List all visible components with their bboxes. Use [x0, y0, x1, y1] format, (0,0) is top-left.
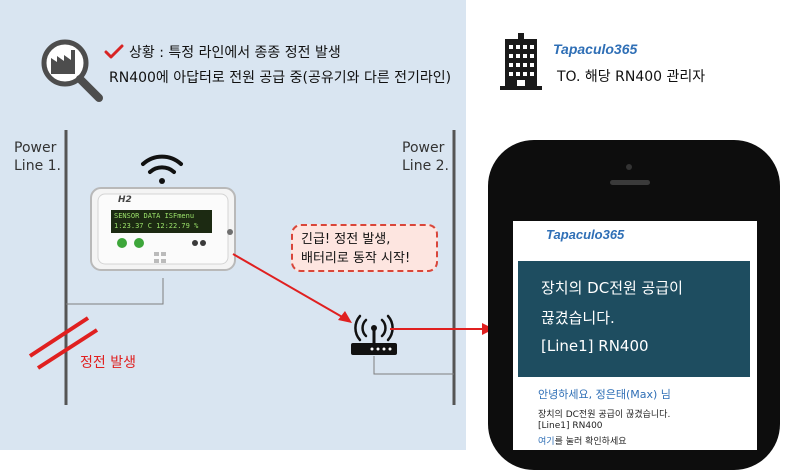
- greeting: 안녕하세요, 정은태(Max) 님: [538, 386, 671, 402]
- check-link-tail: 를 눌러 확인하세요: [555, 437, 627, 447]
- recipient-label: TO. 해당 RN400 관리자: [557, 66, 705, 86]
- lcd-line-2: 1:23.37 C 12:22.79 %: [114, 221, 198, 231]
- outage-label: 정전 발생: [80, 352, 136, 372]
- body-line-1: 장치의 DC전원 공급이 끊겼습니다.: [538, 407, 670, 420]
- alert-card-line-1: 장치의 DC전원 공급이: [541, 277, 683, 298]
- power-line-1-label-top: Power: [14, 139, 61, 157]
- power-line-2-label: Power Line 2.: [402, 139, 449, 175]
- check-link[interactable]: 여기: [538, 437, 555, 447]
- phone-camera: [626, 164, 632, 170]
- body-line-2: [Line1] RN400: [538, 421, 603, 431]
- power-line-1-label: Power Line 1.: [14, 139, 61, 175]
- phone-screen: Tapaculo365 장치의 DC전원 공급이 끊겼습니다. [Line1] …: [513, 221, 757, 450]
- body-line-3: 여기를 눌러 확인하세요: [538, 434, 627, 447]
- bubble-line-2: 배터리로 동작 시작!: [301, 249, 436, 268]
- alert-bubble: 긴급! 정전 발생, 배터리로 동작 시작!: [291, 224, 438, 272]
- building-icon: [500, 33, 542, 90]
- wifi-icon: [143, 157, 181, 184]
- bubble-line-1: 긴급! 정전 발생,: [301, 230, 436, 249]
- alert-card: 장치의 DC전원 공급이 끊겼습니다. [Line1] RN400: [518, 261, 750, 377]
- brand-logo: Tapaculo365: [553, 41, 637, 57]
- power-line-2-label-bottom: Line 2.: [402, 157, 449, 175]
- phone-logo: Tapaculo365: [546, 227, 624, 242]
- phone-speaker: [610, 180, 650, 185]
- power-line-1-label-bottom: Line 1.: [14, 157, 61, 175]
- router-cable: [374, 356, 454, 374]
- alert-signal-arrowhead: [338, 311, 352, 323]
- power-line-2-label-top: Power: [402, 139, 449, 157]
- router-icon: [351, 316, 397, 355]
- factory-magnifier-icon: [44, 42, 99, 98]
- status-line: 상황 : 특정 라인에서 종종 정전 발생: [129, 42, 341, 62]
- check-icon: [104, 44, 124, 60]
- alert-card-line-3: [Line1] RN400: [541, 337, 649, 355]
- device-cable: [66, 278, 163, 304]
- lcd-line-1: SENSOR DATA ISFmenu: [114, 211, 198, 221]
- device-lcd: SENSOR DATA ISFmenu 1:23.37 C 12:22.79 %: [114, 211, 198, 231]
- device-brand: H2: [118, 195, 132, 205]
- detail-line: RN400에 아답터로 전원 공급 중(공유기와 다른 전기라인): [109, 67, 451, 87]
- alert-card-line-2: 끊겼습니다.: [541, 307, 615, 328]
